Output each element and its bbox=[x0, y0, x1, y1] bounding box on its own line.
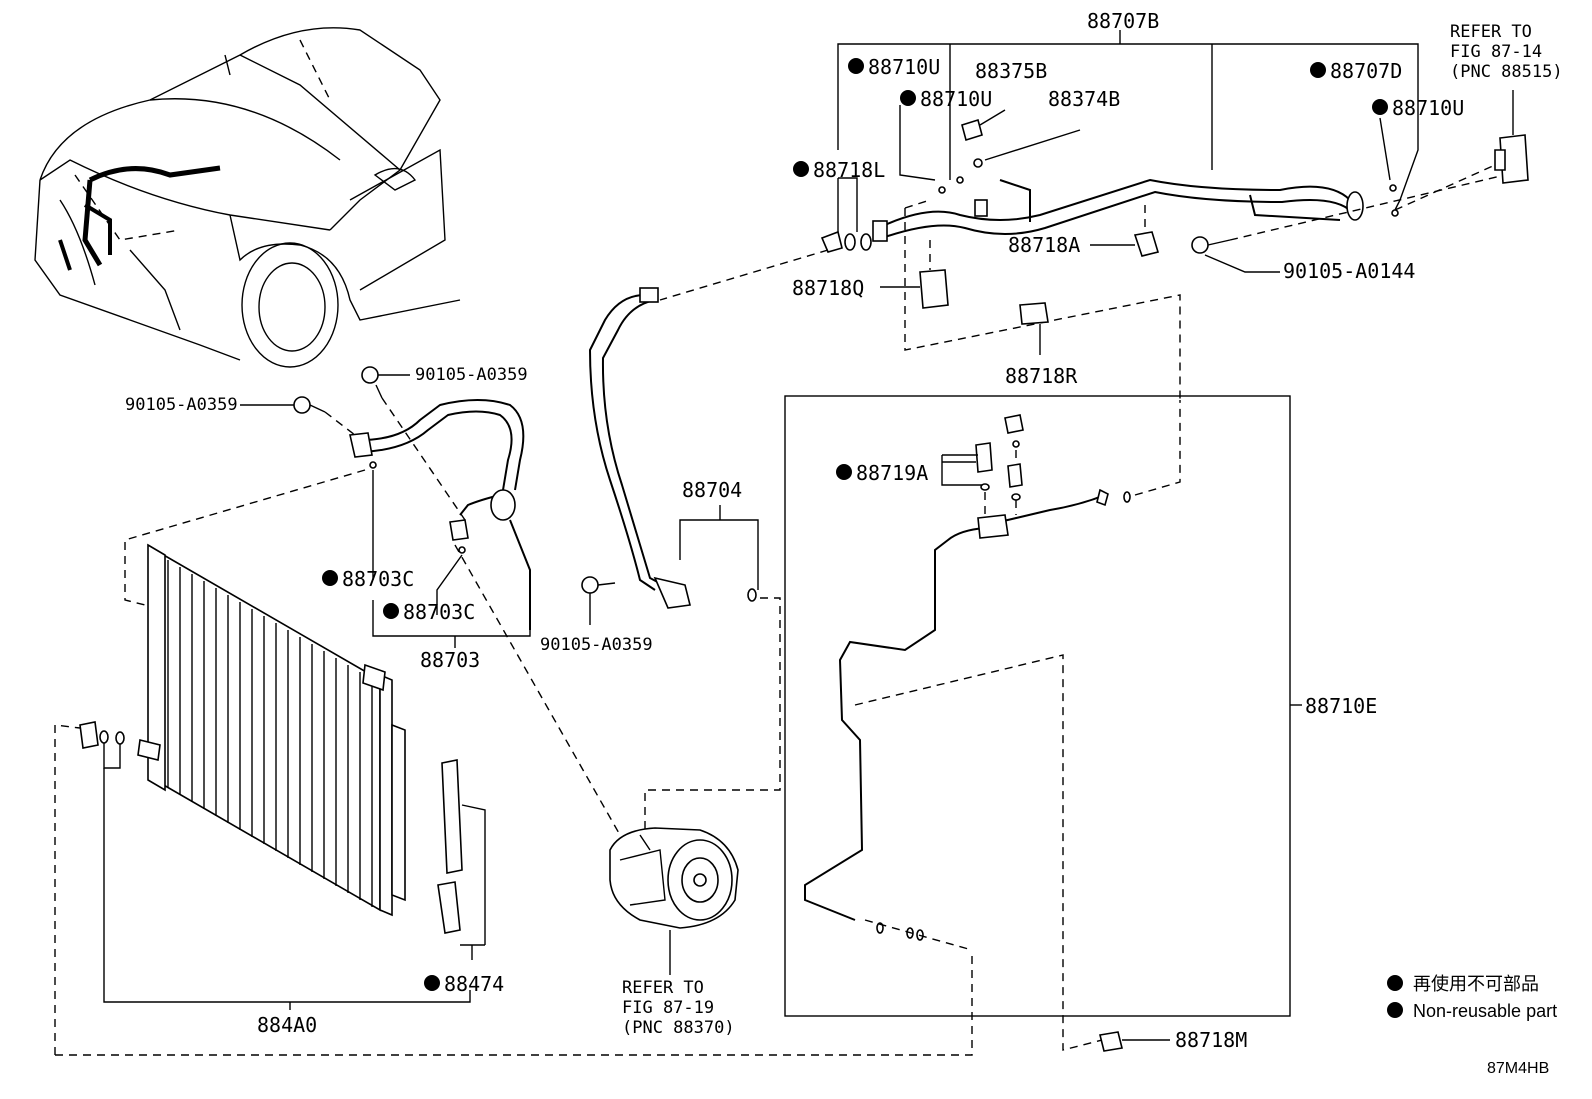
label-90105-A0144: 90105-A0144 bbox=[1283, 259, 1415, 283]
label-88474: 88474 bbox=[444, 972, 504, 996]
label-88719A: 88719A bbox=[856, 461, 928, 485]
refer-top-line-1: REFER TO bbox=[1450, 22, 1532, 42]
label-88707D: 88707D bbox=[1330, 59, 1402, 83]
label-88718Q: 88718Q bbox=[792, 276, 864, 300]
condenser-seals bbox=[54, 721, 973, 1056]
part-88718L bbox=[820, 177, 872, 253]
label-88718R: 88718R bbox=[1005, 364, 1078, 388]
label-88710E: 88710E bbox=[1305, 694, 1377, 718]
figure-code: 87M4HB bbox=[1487, 1060, 1549, 1077]
frame-88710E bbox=[784, 395, 1302, 1017]
label-88718M: 88718M bbox=[1175, 1028, 1247, 1052]
label-88703C-b: 88703C bbox=[403, 600, 475, 624]
pipe-88707B bbox=[872, 178, 1364, 242]
refer-bottom-line-1: REFER TO bbox=[622, 978, 704, 998]
expansion-valve bbox=[1394, 90, 1529, 211]
condenser-884A0 bbox=[137, 543, 406, 917]
part-88718R bbox=[1019, 302, 1049, 355]
label-88710U-b: 88710U bbox=[920, 87, 992, 111]
label-90105-A0359-a: 90105-A0359 bbox=[415, 365, 528, 385]
hose-88704 bbox=[581, 249, 829, 830]
bolt-90105-A0144 bbox=[1191, 174, 1506, 273]
label-88718L: 88718L bbox=[813, 158, 885, 182]
refer-top-line-2: FIG 87-14 bbox=[1450, 42, 1542, 62]
hose-88703 bbox=[124, 366, 621, 836]
vehicle-outline bbox=[34, 27, 461, 368]
label-88710U-a: 88710U bbox=[868, 55, 940, 79]
part-88718M bbox=[1099, 1031, 1170, 1052]
label-88375B: 88375B bbox=[975, 59, 1047, 83]
legend-japanese: 再使用不可部品 bbox=[1413, 974, 1539, 994]
label-88710U-c: 88710U bbox=[1392, 96, 1464, 120]
compressor bbox=[609, 827, 739, 975]
label-90105-A0359-c: 90105-A0359 bbox=[540, 635, 653, 655]
part-88719A bbox=[941, 414, 1024, 515]
bracket-88707B bbox=[837, 30, 1419, 201]
legend-english: Non-reusable part bbox=[1413, 1001, 1557, 1021]
refer-bottom-line-3: (PNC 88370) bbox=[622, 1018, 735, 1038]
label-884A0: 884A0 bbox=[257, 1013, 317, 1037]
label-88707B: 88707B bbox=[1087, 9, 1159, 33]
label-88703C-a: 88703C bbox=[342, 567, 414, 591]
part-88718A bbox=[1090, 205, 1160, 257]
label-88703: 88703 bbox=[420, 648, 480, 672]
part-88474 bbox=[437, 759, 486, 960]
label-90105-A0359-b: 90105-A0359 bbox=[125, 395, 238, 415]
refer-bottom-line-2: FIG 87-19 bbox=[622, 998, 714, 1018]
label-88704: 88704 bbox=[682, 478, 742, 502]
legend: 再使用不可部品 Non-reusable part bbox=[1387, 974, 1557, 1021]
top-small-parts bbox=[899, 105, 1401, 217]
refer-top-line-3: (PNC 88515) bbox=[1450, 62, 1563, 82]
pipe-88710E bbox=[804, 400, 1181, 1051]
label-88718A: 88718A bbox=[1008, 233, 1080, 257]
label-88374B: 88374B bbox=[1048, 87, 1120, 111]
